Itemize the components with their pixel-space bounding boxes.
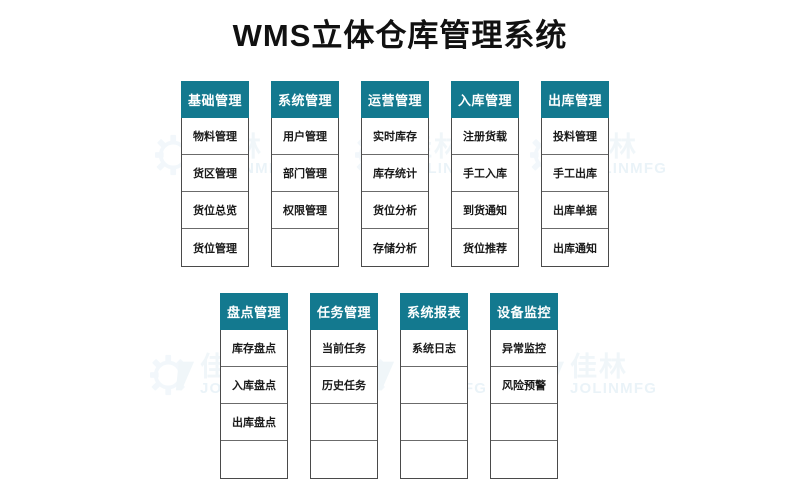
module-item-empty bbox=[401, 367, 467, 404]
module-row-primary: 基础管理物料管理货区管理货位总览货位管理系统管理用户管理部门管理权限管理运营管理… bbox=[181, 81, 609, 267]
module-item-出库单据[interactable]: 出库单据 bbox=[542, 192, 608, 229]
module-item-手工入库[interactable]: 手工入库 bbox=[452, 155, 518, 192]
module-header-出库管理[interactable]: 出库管理 bbox=[541, 81, 609, 118]
module-item-货位总览[interactable]: 货位总览 bbox=[182, 192, 248, 229]
module-item-货位管理[interactable]: 货位管理 bbox=[193, 242, 237, 255]
module-card: 盘点管理库存盘点入库盘点出库盘点 bbox=[220, 293, 288, 479]
watermark-text-en: JOLINMFG bbox=[570, 380, 658, 397]
module-item-empty bbox=[401, 404, 467, 441]
module-card: 出库管理投料管理手工出库出库单据出库通知 bbox=[541, 81, 609, 267]
module-header-基础管理[interactable]: 基础管理 bbox=[181, 81, 249, 118]
module-item-出库盘点[interactable]: 出库盘点 bbox=[221, 404, 287, 441]
watermark-text-cn: 佳林 bbox=[570, 352, 628, 382]
module-item-注册货载[interactable]: 注册货载 bbox=[452, 118, 518, 155]
module-card: 设备监控异常监控风险预警 bbox=[490, 293, 558, 479]
module-header-入库管理[interactable]: 入库管理 bbox=[451, 81, 519, 118]
module-item-手工出库[interactable]: 手工出库 bbox=[542, 155, 608, 192]
module-item-empty bbox=[491, 441, 557, 478]
module-item-empty bbox=[311, 441, 377, 478]
module-item-货位推荐[interactable]: 货位推荐 bbox=[463, 242, 507, 255]
module-card: 基础管理物料管理货区管理货位总览货位管理 bbox=[181, 81, 249, 267]
module-item-历史任务[interactable]: 历史任务 bbox=[311, 367, 377, 404]
module-item-empty bbox=[221, 441, 287, 478]
module-item-入库盘点[interactable]: 入库盘点 bbox=[221, 367, 287, 404]
module-item-存储分析[interactable]: 存储分析 bbox=[373, 242, 417, 255]
module-item-到货通知[interactable]: 到货通知 bbox=[452, 192, 518, 229]
module-item-empty bbox=[311, 404, 377, 441]
module-item-list: 注册货载手工入库到货通知货位推荐 bbox=[451, 118, 519, 267]
module-header-盘点管理[interactable]: 盘点管理 bbox=[220, 293, 288, 330]
module-header-运营管理[interactable]: 运营管理 bbox=[361, 81, 429, 118]
module-item-list: 物料管理货区管理货位总览货位管理 bbox=[181, 118, 249, 267]
module-item-用户管理[interactable]: 用户管理 bbox=[272, 118, 338, 155]
module-item-list: 投料管理手工出库出库单据出库通知 bbox=[541, 118, 609, 267]
module-item-当前任务[interactable]: 当前任务 bbox=[311, 330, 377, 367]
module-item-出库通知[interactable]: 出库通知 bbox=[553, 242, 597, 255]
module-header-任务管理[interactable]: 任务管理 bbox=[310, 293, 378, 330]
module-header-系统管理[interactable]: 系统管理 bbox=[271, 81, 339, 118]
module-item-货位分析[interactable]: 货位分析 bbox=[362, 192, 428, 229]
module-item-empty bbox=[272, 229, 338, 266]
module-item-list: 系统日志 bbox=[400, 330, 468, 479]
module-card: 系统管理用户管理部门管理权限管理 bbox=[271, 81, 339, 267]
module-item-list: 库存盘点入库盘点出库盘点 bbox=[220, 330, 288, 479]
page-title: WMS立体仓库管理系统 bbox=[232, 18, 568, 53]
module-card: 入库管理注册货载手工入库到货通知货位推荐 bbox=[451, 81, 519, 267]
module-item-empty bbox=[491, 404, 557, 441]
module-item-投料管理[interactable]: 投料管理 bbox=[542, 118, 608, 155]
module-item-empty bbox=[401, 441, 467, 478]
module-item-库存统计[interactable]: 库存统计 bbox=[362, 155, 428, 192]
module-card: 运营管理实时库存库存统计货位分析存储分析 bbox=[361, 81, 429, 267]
module-header-系统报表[interactable]: 系统报表 bbox=[400, 293, 468, 330]
module-item-库存盘点[interactable]: 库存盘点 bbox=[221, 330, 287, 367]
module-item-list: 实时库存库存统计货位分析存储分析 bbox=[361, 118, 429, 267]
gear-logo-icon bbox=[150, 352, 196, 398]
module-item-权限管理[interactable]: 权限管理 bbox=[272, 192, 338, 229]
module-item-list: 用户管理部门管理权限管理 bbox=[271, 118, 339, 267]
module-item-list: 异常监控风险预警 bbox=[490, 330, 558, 479]
module-item-部门管理[interactable]: 部门管理 bbox=[272, 155, 338, 192]
module-item-实时库存[interactable]: 实时库存 bbox=[362, 118, 428, 155]
module-card: 系统报表系统日志 bbox=[400, 293, 468, 479]
module-item-list: 当前任务历史任务 bbox=[310, 330, 378, 479]
module-header-设备监控[interactable]: 设备监控 bbox=[490, 293, 558, 330]
module-row-secondary: 盘点管理库存盘点入库盘点出库盘点任务管理当前任务历史任务系统报表系统日志设备监控… bbox=[220, 293, 558, 479]
module-item-风险预警[interactable]: 风险预警 bbox=[491, 367, 557, 404]
module-item-物料管理[interactable]: 物料管理 bbox=[182, 118, 248, 155]
module-item-系统日志[interactable]: 系统日志 bbox=[401, 330, 467, 367]
module-card: 任务管理当前任务历史任务 bbox=[310, 293, 378, 479]
module-item-异常监控[interactable]: 异常监控 bbox=[491, 330, 557, 367]
module-item-货区管理[interactable]: 货区管理 bbox=[182, 155, 248, 192]
